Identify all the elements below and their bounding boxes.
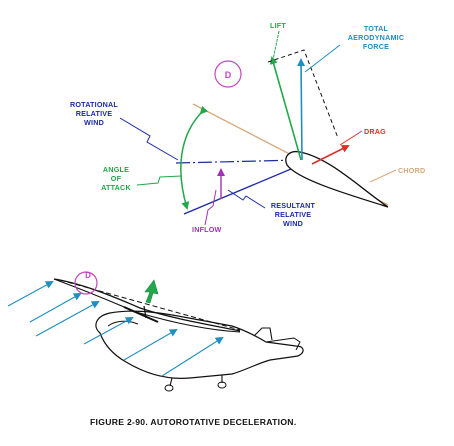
svg-text:ATTACK: ATTACK <box>101 183 131 192</box>
lift-leader <box>272 30 280 61</box>
helicopter-cockpit <box>107 320 139 327</box>
angle-of-attack-arc <box>180 105 209 210</box>
inflow-label: INFLOW <box>192 225 222 234</box>
svg-text:FORCE: FORCE <box>363 42 389 51</box>
helicopter-rear-pylon <box>253 327 273 341</box>
total-aerodynamic-force-vector <box>297 58 306 161</box>
total-force-leader <box>304 44 341 73</box>
inflow-leader <box>204 189 217 226</box>
lift-label: LIFT <box>270 21 286 30</box>
resultant-relative-wind-label: RESULTANT RELATIVE WIND <box>271 201 316 228</box>
figure-caption: FIGURE 2-90. AUTOROTATIVE DECELERATION. <box>90 417 297 427</box>
angle-of-attack-label: ANGLE OF ATTACK <box>101 165 131 192</box>
svg-text:AERODYNAMIC: AERODYNAMIC <box>348 33 405 42</box>
svg-text:ROTATIONAL: ROTATIONAL <box>70 100 118 109</box>
rotational-relative-wind-line <box>175 159 301 164</box>
helicopter-wheel-front <box>164 384 174 392</box>
rotor-blade-hub-band <box>123 306 159 323</box>
airflow-arrow <box>29 293 82 323</box>
region-marker-label-lower: D <box>85 271 91 280</box>
helicopter-autorotation-illustration: D <box>7 271 304 392</box>
region-marker-label: D <box>225 70 232 80</box>
total-aerodynamic-force-label: TOTAL AERODYNAMIC FORCE <box>348 24 405 51</box>
svg-text:RELATIVE: RELATIVE <box>275 210 312 219</box>
svg-text:WIND: WIND <box>283 219 303 228</box>
svg-text:RESULTANT: RESULTANT <box>271 201 316 210</box>
airfoil <box>285 150 389 208</box>
drag-leader <box>339 130 363 146</box>
svg-text:TOTAL: TOTAL <box>364 24 389 33</box>
rotational-wind-leader <box>119 117 179 161</box>
resultant-wind-leader <box>227 189 266 209</box>
airflow-arrow <box>123 329 178 361</box>
svg-text:RELATIVE: RELATIVE <box>76 109 113 118</box>
drag-label: DRAG <box>364 127 386 136</box>
airflow-arrow <box>83 317 134 345</box>
lift-vector <box>269 56 302 161</box>
airflow-arrows <box>7 281 224 377</box>
svg-text:ANGLE: ANGLE <box>103 165 129 174</box>
helicopter-wheel-rear <box>217 381 227 389</box>
airflow-arrow <box>7 281 54 307</box>
force-resolution-dashes <box>267 49 339 139</box>
chord-label: CHORD <box>398 166 425 175</box>
airflow-arrow <box>35 301 100 337</box>
region-marker-circle <box>214 60 242 88</box>
blade-element-diagram: D LIFT TOTAL AERODYNAMIC FORCE DRAG CHOR… <box>70 21 425 234</box>
svg-text:OF: OF <box>111 174 122 183</box>
angle-of-attack-leader <box>136 175 183 186</box>
chord-leader <box>369 169 397 183</box>
rotor-thrust-arrow <box>144 279 159 304</box>
rotor-plane-dashes <box>59 279 241 331</box>
drag-vector <box>311 145 350 165</box>
region-marker-circle-lower <box>74 271 98 295</box>
helicopter-fuselage <box>95 310 304 379</box>
svg-text:WIND: WIND <box>84 118 104 127</box>
helicopter-tail-boom <box>265 337 301 351</box>
rotational-relative-wind-label: ROTATIONAL RELATIVE WIND <box>70 100 118 127</box>
airflow-arrow <box>161 336 224 377</box>
